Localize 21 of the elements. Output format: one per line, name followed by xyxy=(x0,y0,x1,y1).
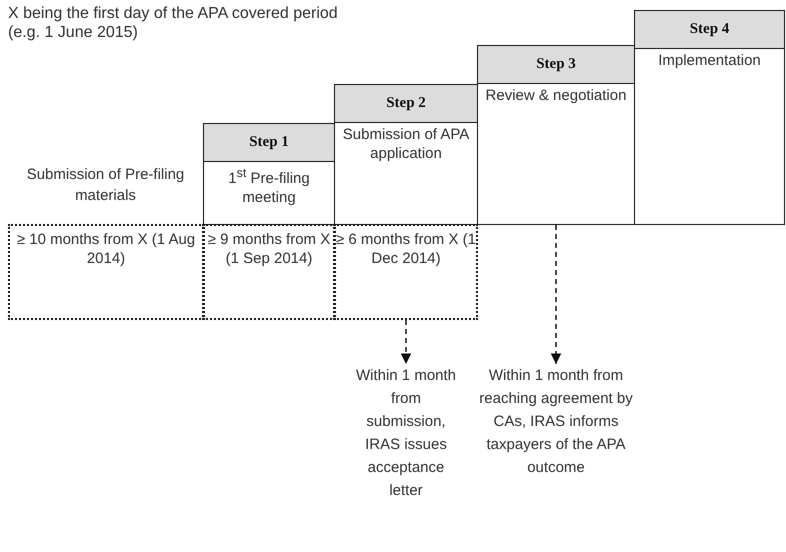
step-heading: Step 2 xyxy=(335,85,477,123)
timeframe-box: ≥ 9 months from X (1 Sep 2014) xyxy=(203,224,335,320)
arrow xyxy=(550,225,562,364)
step-description: Submission of APA application xyxy=(342,125,470,164)
note-text: Within 1 month from reaching agreement by CAs, IRAS informs taxpayers of the APA outcome xyxy=(478,364,634,550)
step-heading: Step 1 xyxy=(204,124,334,162)
step-heading: Step 3 xyxy=(478,46,634,84)
step-heading: Step 4 xyxy=(635,11,784,49)
heading: X being the first day of the APA covered period (e.g. 1 June 2015) xyxy=(8,4,339,42)
arrow xyxy=(400,320,412,364)
step-description: Review & negotiation xyxy=(484,86,628,106)
step-box xyxy=(334,84,478,225)
step-label: Submission of Pre-filing materials xyxy=(26,165,186,206)
step-description: Implementation xyxy=(657,51,762,71)
step-box xyxy=(203,123,335,225)
step-box xyxy=(634,10,785,225)
timeframe-box: ≥ 6 months from X (1 Dec 2014) xyxy=(334,224,478,320)
step-description: 1$^{st}$ Pre-filing meeting xyxy=(227,165,311,208)
note-text: Within 1 month from submission, IRAS issues acceptance letter xyxy=(350,364,462,504)
step-box xyxy=(477,45,635,225)
timeframe-box: ≥ 10 months from X (1 Aug 2014) xyxy=(8,224,204,320)
